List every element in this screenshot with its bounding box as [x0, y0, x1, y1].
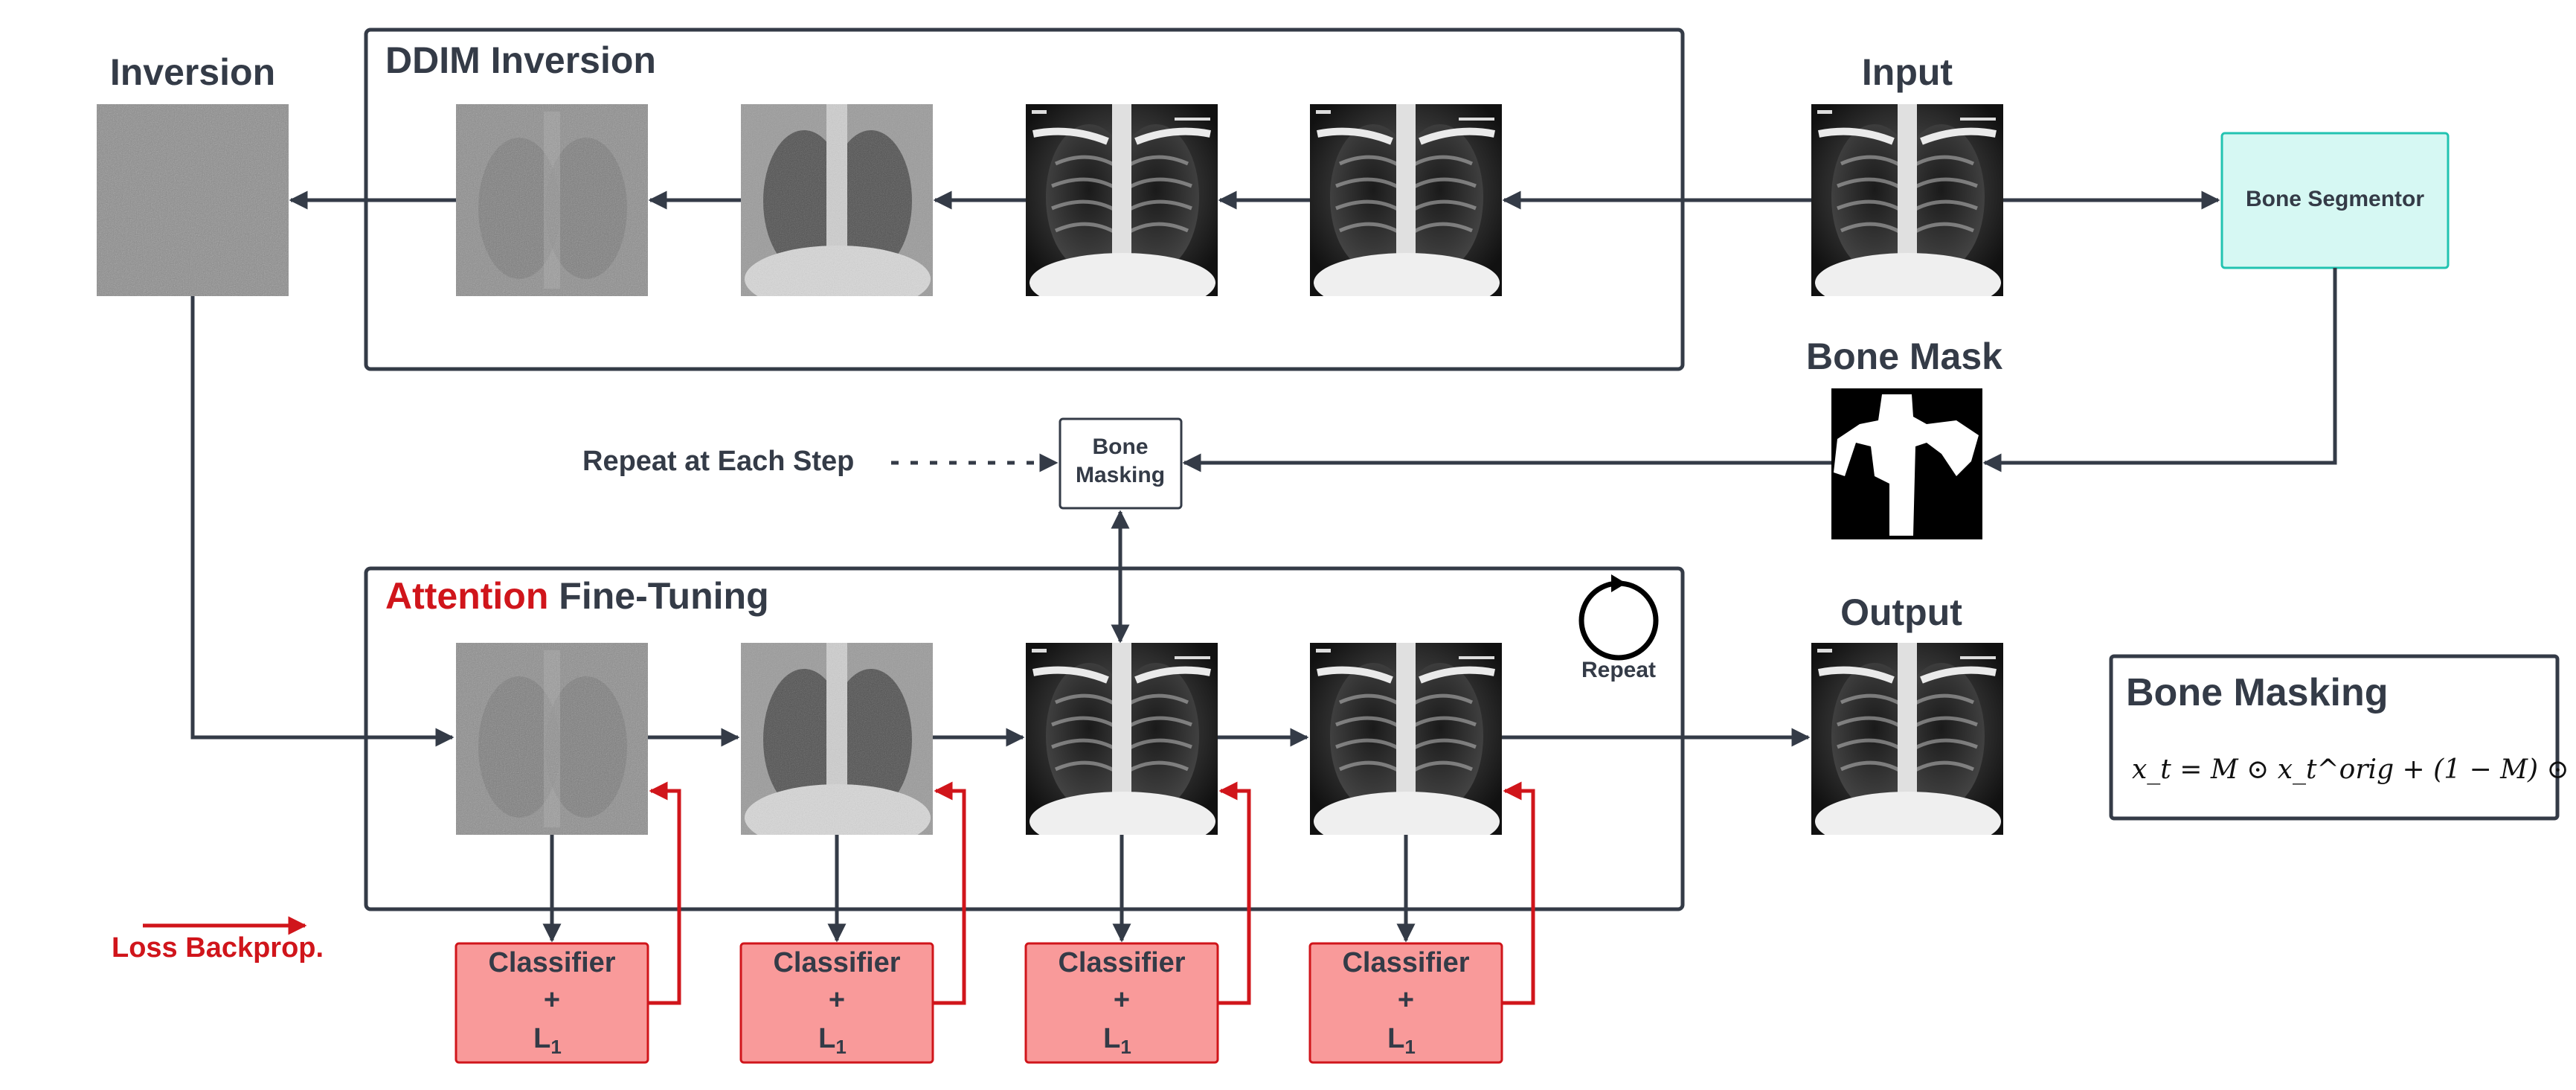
classifier-1-loss-sub: 1	[550, 1036, 561, 1058]
inversion-to-finetune-arrow	[190, 296, 455, 747]
fine-tuning-title: Attention Fine-Tuning	[385, 575, 769, 617]
input-title: Input	[1862, 51, 1953, 93]
finetune-step-2-image	[741, 643, 933, 851]
bone-masking-node-line1: Bone	[1093, 435, 1149, 459]
loss-backprop-arrow-3	[1218, 781, 1251, 1005]
output-xray-image	[1811, 643, 2003, 851]
bone-masking-node	[1059, 417, 1183, 510]
finetune-step-4-image	[1310, 643, 1502, 851]
classifier-4-line2: +	[1398, 984, 1414, 1016]
loss-backprop-arrow-4	[1502, 781, 1535, 1005]
fine-tuning-word: Fine-Tuning	[548, 575, 768, 617]
bone-segmentor-label: Bone Segmentor	[2246, 187, 2424, 211]
repeat-loop-icon	[1578, 574, 1659, 661]
loss-backprop-label: Loss Backprop.	[112, 932, 324, 964]
segmentor-to-mask-arrow	[1982, 268, 2337, 472]
classifier-3-loss-sub: 1	[1120, 1036, 1131, 1058]
ddim-step-4-image	[456, 104, 648, 296]
finetune-step-1-image	[456, 643, 648, 835]
inversion-noise-image	[97, 104, 289, 296]
classifier-1-line1: Classifier	[488, 947, 615, 978]
classifier-3-line2: +	[1114, 984, 1130, 1016]
bone-mask-title: Bone Mask	[1806, 336, 2002, 377]
input-xray-image	[1811, 104, 2003, 312]
ddim-step-2-image	[1026, 104, 1218, 312]
repeat-each-step-label: Repeat at Each Step	[582, 446, 854, 477]
classifier-4-line1: Classifier	[1342, 947, 1469, 978]
loss-backprop-arrow-2	[933, 781, 966, 1005]
classifier-1-line2: +	[544, 984, 560, 1016]
repeat-label: Repeat	[1581, 658, 1656, 682]
inversion-title: Inversion	[110, 51, 275, 93]
attention-word: Attention	[385, 575, 548, 617]
formula-box	[2109, 654, 2560, 821]
bone-mask-image	[1831, 388, 1982, 539]
ddim-inversion-title: DDIM Inversion	[385, 39, 656, 81]
formula-equation: x_t = M ⊙ x_t^orig + (1 − M) ⊙ x_t.	[2132, 754, 2576, 785]
ddim-step-1-image	[1310, 104, 1502, 312]
classifier-2-line2: +	[829, 984, 845, 1016]
finetune-step-3-image	[1026, 643, 1218, 851]
classifier-3-line1: Classifier	[1058, 947, 1185, 978]
bone-masking-node-line2: Masking	[1076, 463, 1165, 487]
classifier-2-loss-sub: 1	[835, 1036, 846, 1058]
ddim-step-3-image	[741, 104, 933, 312]
loss-backprop-arrow-1	[648, 781, 681, 1005]
formula-box-title: Bone Masking	[2126, 671, 2389, 714]
classifier-2-line1: Classifier	[773, 947, 900, 978]
classifier-4-loss-sub: 1	[1404, 1036, 1415, 1058]
output-title: Output	[1840, 592, 1962, 633]
